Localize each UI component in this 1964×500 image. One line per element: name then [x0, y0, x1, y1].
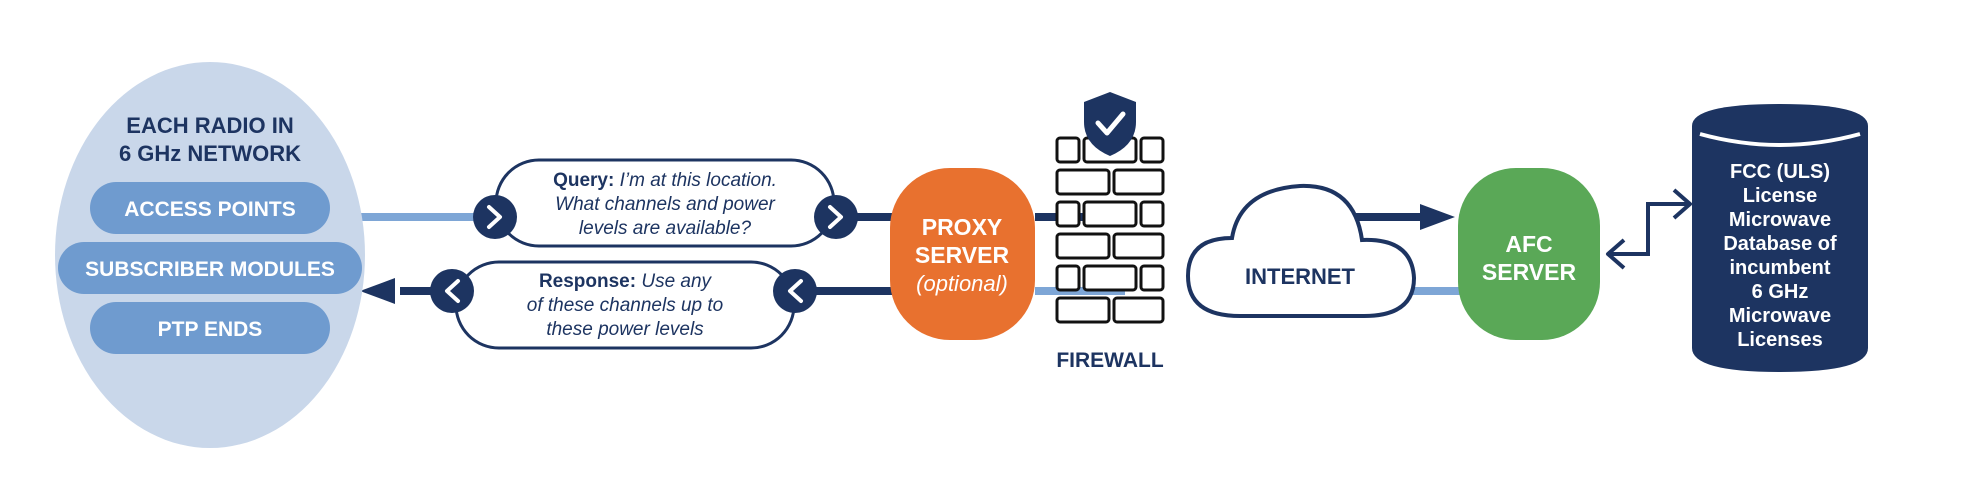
afc-line-2: SERVER [1482, 259, 1577, 285]
response-line-left [400, 287, 450, 295]
response-text-line-1: Response: Use any [539, 271, 713, 292]
query-line-left [360, 213, 490, 221]
response-line-2: of these channels up to [527, 295, 723, 316]
database-cylinder-rim [1699, 132, 1861, 147]
internet-label: INTERNET [1245, 264, 1356, 289]
response-line-3: these power levels [546, 319, 704, 340]
db-line-3: Microwave [1729, 209, 1831, 231]
db-connector-arrow-right [1672, 188, 1692, 220]
response-line-right [1405, 287, 1460, 295]
query-line-right [1340, 213, 1420, 221]
response-left-chevron-icon [430, 269, 474, 313]
shield-checkmark-glyph [1095, 111, 1126, 136]
query-line-mid [830, 213, 900, 221]
db-line-7: Microwave [1729, 305, 1831, 327]
query-prefix: Query: [553, 170, 614, 191]
access-points-pill[interactable] [90, 182, 330, 234]
response-line-mid [790, 287, 900, 295]
query-left-chevron-glyph [487, 205, 502, 229]
proxy-server-box[interactable] [890, 168, 1035, 340]
radio-group-title-2: 6 GHz NETWORK [119, 141, 301, 166]
response-line-1: Use any [636, 271, 712, 292]
subscriber-modules-label: SUBSCRIBER MODULES [85, 258, 335, 281]
proxy-line-1: PROXY [922, 214, 1003, 240]
database-cylinder[interactable] [1692, 104, 1868, 372]
db-connector-arrow-left [1606, 238, 1626, 270]
db-line-6: 6 GHz [1752, 281, 1809, 303]
response-arrowhead [360, 278, 395, 304]
query-line-1: I’m at this location. [614, 170, 777, 191]
response-right-chevron-icon [773, 269, 817, 313]
afc-line-1: AFC [1505, 231, 1552, 257]
db-line-5: incumbent [1729, 257, 1830, 279]
shield-check-icon [1084, 92, 1136, 156]
db-line-2: License [1743, 185, 1817, 207]
db-line-1: FCC (ULS) [1730, 161, 1830, 183]
query-left-chevron-icon [473, 195, 517, 239]
db-connector-line [1610, 202, 1690, 256]
afc-server-box[interactable] [1458, 168, 1600, 340]
radio-group-title-1: EACH RADIO IN [126, 113, 293, 138]
query-line-2: What channels and power [555, 194, 775, 215]
response-prefix: Response: [539, 271, 636, 292]
firewall-label: FIREWALL [1056, 349, 1163, 372]
proxy-line-3: (optional) [916, 271, 1008, 296]
query-line-3: levels are available? [579, 218, 752, 239]
internet-cloud-icon [1185, 183, 1417, 318]
ptp-ends-pill[interactable] [90, 302, 330, 354]
query-text-line-1: Query: I’m at this location. [553, 170, 777, 191]
ptp-ends-label: PTP ENDS [158, 318, 263, 341]
response-line-firewall [1035, 287, 1125, 295]
query-arrowhead [1420, 204, 1455, 230]
response-right-chevron-glyph [788, 279, 803, 303]
response-left-chevron-glyph [445, 279, 460, 303]
proxy-line-2: SERVER [915, 242, 1010, 268]
db-line-8: Licenses [1737, 329, 1823, 351]
subscriber-modules-pill[interactable] [58, 242, 362, 294]
access-points-label: ACCESS POINTS [124, 198, 296, 221]
db-line-4: Database of [1723, 233, 1837, 255]
query-right-chevron-icon [814, 195, 858, 239]
query-right-chevron-glyph [828, 205, 843, 229]
